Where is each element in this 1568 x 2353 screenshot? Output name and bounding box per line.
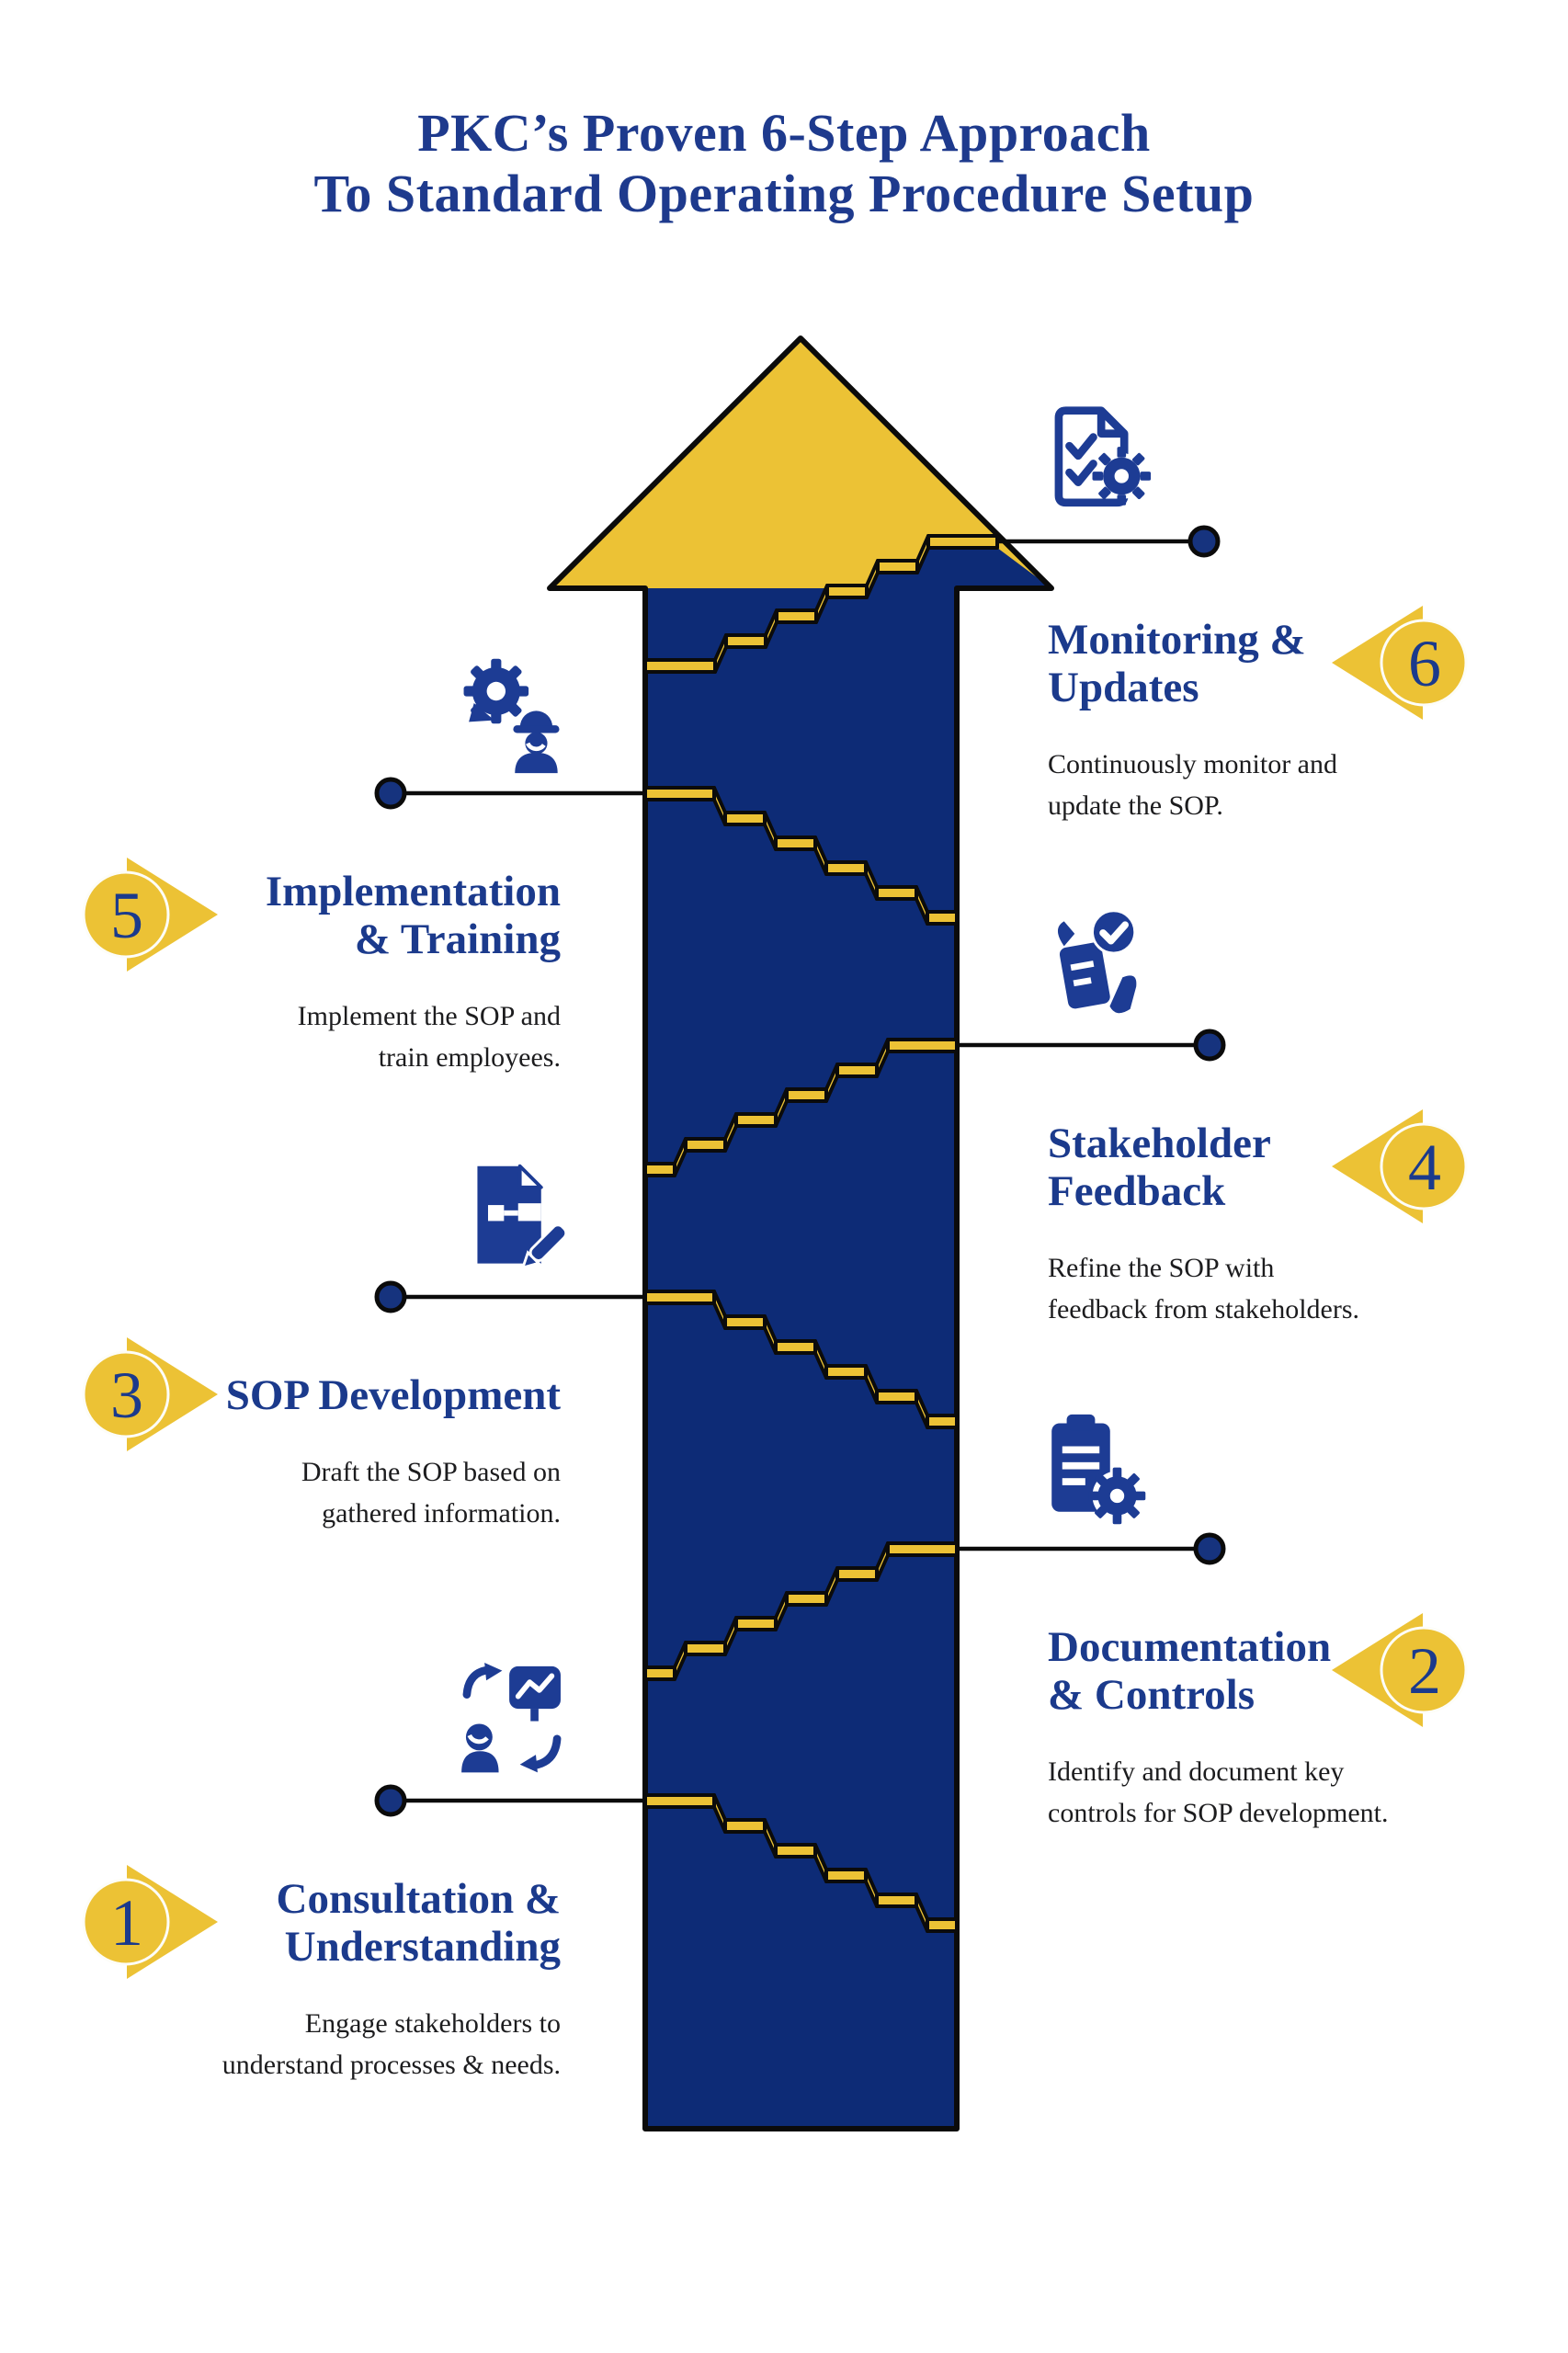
- step-1-title: Consultation & Understanding: [83, 1875, 561, 1971]
- step-2-title-line: & Controls: [1048, 1671, 1255, 1719]
- step-1-title-line: Consultation &: [276, 1875, 561, 1923]
- stair-tread-flight-2: [835, 1566, 879, 1582]
- stair-tread-flight-4: [886, 1038, 959, 1053]
- stair-tread-flight-5: [824, 860, 868, 876]
- arrowhead: [550, 338, 1051, 588]
- step-4-description: Refine the SOP with feedback from stakeh…: [1048, 1253, 1360, 1324]
- document-edit-icon: [477, 1164, 568, 1270]
- stair-tread-flight-6: [825, 584, 869, 599]
- step-1-badge: 1: [82, 1865, 218, 1979]
- step-3-description: Draft the SOP based on gathered informat…: [301, 1457, 561, 1529]
- step-4-number: 4: [1408, 1131, 1441, 1204]
- connector-dot-6: [1187, 525, 1221, 558]
- stair-tread-flight-5: [875, 885, 918, 901]
- stair-tread-flight-6: [926, 534, 999, 550]
- step-6-title: Monitoring & Updates: [1048, 616, 1480, 711]
- step-1-description: Engage stakeholders to understand proces…: [222, 2008, 561, 2080]
- stair-tread-flight-1: [774, 1843, 817, 1859]
- stair-tread-flight-1: [824, 1868, 868, 1883]
- stair-tread-flight-5: [643, 786, 716, 801]
- stair-tread-flight-2: [643, 1665, 676, 1681]
- stair-tread-flight-3: [643, 1290, 716, 1305]
- stair-tread-flight-1: [643, 1793, 716, 1809]
- step-4-title-line: Stakeholder: [1048, 1120, 1271, 1167]
- stair-tread-flight-1: [723, 1818, 767, 1834]
- step-5-number: 5: [110, 879, 143, 952]
- stair-tread-flight-3: [774, 1339, 817, 1355]
- stair-tread-flight-3: [824, 1364, 868, 1380]
- stair-tread-flight-6: [724, 633, 767, 649]
- step-5-title-line: Implementation: [265, 868, 561, 915]
- stair-tread-flight-2: [684, 1641, 727, 1656]
- stair-tread-flight-4: [835, 1063, 879, 1078]
- step-5-title: Implementation & Training: [83, 868, 561, 963]
- connector-dot-2: [1193, 1532, 1226, 1565]
- stair-tread-flight-4: [785, 1087, 828, 1103]
- stair-tread-flight-1: [875, 1893, 918, 1908]
- stair-tread-flight-6: [876, 559, 919, 574]
- step-3-title-line: SOP Development: [225, 1371, 561, 1419]
- stair-tread-flight-3: [926, 1414, 959, 1429]
- checklist-gear-icon: [1054, 406, 1152, 507]
- connector-dot-3: [374, 1280, 407, 1313]
- page-title-line-2: To Standard Operating Procedure Setup: [313, 164, 1255, 223]
- step-2-title-line: Documentation: [1048, 1623, 1332, 1671]
- stair-tread-flight-2: [886, 1541, 959, 1557]
- stair-tread-flight-5: [723, 811, 767, 826]
- step-4-title-line: Feedback: [1048, 1167, 1226, 1215]
- arrow-outline: [547, 335, 1054, 2131]
- consultation-exchange-icon: [461, 1663, 562, 1773]
- gear-worker-icon: [463, 658, 560, 774]
- step-1-number: 1: [110, 1886, 143, 1960]
- step-6-number: 6: [1408, 627, 1441, 700]
- connector-dot-1: [374, 1784, 407, 1817]
- step-6-title-line: Updates: [1048, 664, 1199, 711]
- step-5-badge: 5: [82, 858, 218, 972]
- clipboard-gear-icon: [1051, 1414, 1146, 1525]
- step-4-badge: 4: [1332, 1109, 1468, 1223]
- stair-tread-flight-3: [723, 1314, 767, 1330]
- stair-tread-flight-1: [926, 1917, 959, 1933]
- stair-tread-flight-3: [875, 1389, 918, 1404]
- step-3-title: SOP Development: [83, 1371, 561, 1419]
- stair-tread-flight-6: [643, 658, 717, 674]
- step-2-badge: 2: [1332, 1613, 1468, 1727]
- step-2-title: Documentation & Controls: [1048, 1623, 1480, 1719]
- stair-tread-flight-5: [926, 910, 959, 926]
- step-2-description: Identify and document key controls for S…: [1048, 1756, 1389, 1828]
- step-5-description: Implement the SOP and train employees.: [297, 1001, 561, 1073]
- stair-tread-flight-6: [775, 608, 818, 624]
- step-3-number: 3: [110, 1358, 143, 1432]
- step-2-number: 2: [1408, 1634, 1441, 1708]
- stair-tread-flight-2: [734, 1616, 778, 1631]
- step-5-title-line: & Training: [354, 915, 561, 963]
- stair-tread-flight-5: [774, 835, 817, 851]
- feedback-approval-icon: [1057, 909, 1140, 1017]
- step-3-badge: 3: [82, 1337, 218, 1451]
- connector-dot-4: [1193, 1029, 1226, 1062]
- step-6-description: Continuously monitor and update the SOP.: [1048, 749, 1337, 821]
- connector-dot-5: [374, 777, 407, 810]
- stair-tread-flight-4: [734, 1112, 778, 1128]
- page-title: PKC’s Proven 6-Step Approach To Standard…: [0, 103, 1568, 224]
- step-1-title-line: Understanding: [284, 1923, 561, 1971]
- stair-tread-flight-4: [684, 1137, 727, 1153]
- stair-tread-flight-4: [643, 1162, 676, 1177]
- page-title-line-1: PKC’s Proven 6-Step Approach: [417, 103, 1151, 163]
- stair-tread-flight-2: [785, 1591, 828, 1607]
- step-6-badge: 6: [1332, 606, 1468, 720]
- step-6-title-line: Monitoring &: [1048, 616, 1306, 664]
- step-4-title: Stakeholder Feedback: [1048, 1120, 1480, 1215]
